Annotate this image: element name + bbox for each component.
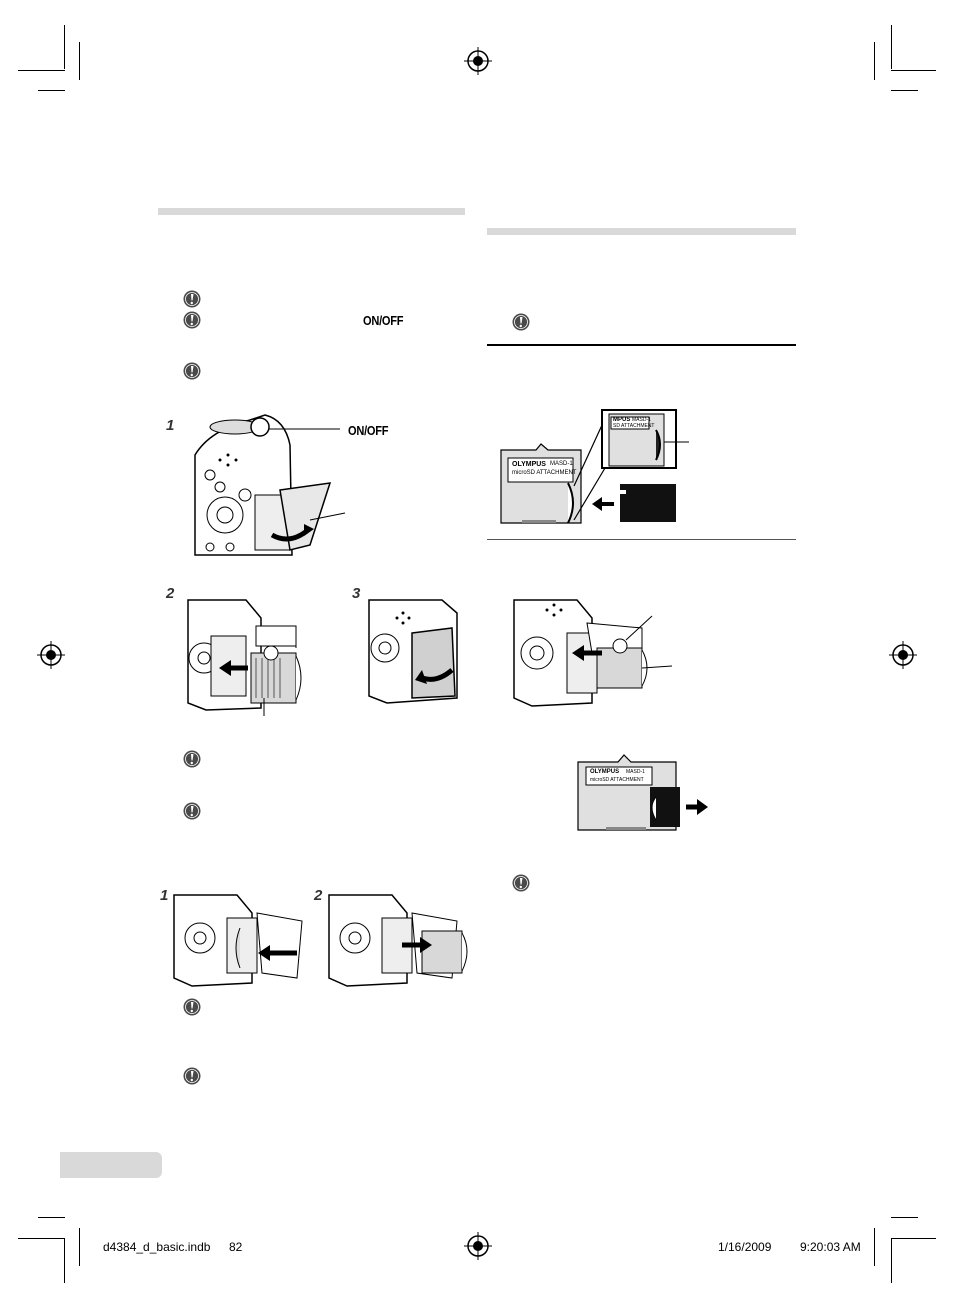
divider-rule bbox=[487, 539, 796, 540]
adapter-brand: OLYMPUS bbox=[512, 461, 546, 468]
footer-page: 82 bbox=[229, 1240, 243, 1254]
footer-date: 1/16/2009 bbox=[718, 1240, 772, 1254]
footer-time: 9:20:03 AM bbox=[800, 1240, 861, 1254]
page-number-tab bbox=[60, 1152, 162, 1178]
camera-adapter-illustration bbox=[513, 599, 673, 707]
adapter-brand-removal: OLYMPUS bbox=[590, 769, 620, 775]
crop-mark bbox=[18, 1238, 65, 1239]
step-number: 2 bbox=[314, 887, 323, 904]
caution-icon bbox=[183, 1067, 201, 1085]
caution-icon bbox=[183, 998, 201, 1016]
registration-mark-icon bbox=[37, 641, 65, 669]
crop-mark bbox=[18, 70, 65, 71]
step-number: 2 bbox=[166, 585, 175, 602]
caution-icon bbox=[512, 313, 530, 331]
crop-mark bbox=[891, 25, 892, 69]
crop-mark bbox=[891, 70, 936, 71]
camera-close-cover-illustration bbox=[368, 599, 458, 704]
crop-mark bbox=[38, 1217, 65, 1218]
registration-mark-icon bbox=[889, 641, 917, 669]
crop-mark bbox=[891, 1239, 892, 1283]
camera-remove-step1-illustration bbox=[173, 894, 303, 987]
section-bar-left bbox=[158, 208, 465, 215]
caution-icon bbox=[183, 750, 201, 768]
adapter-zoom-model: MASD-1 bbox=[632, 417, 651, 423]
camera-insert-card-illustration bbox=[187, 599, 302, 716]
divider-rule bbox=[487, 344, 796, 346]
footer-file: d4384_d_basic.indb bbox=[103, 1240, 211, 1254]
adapter-zoom-brand: MPUS bbox=[613, 417, 631, 423]
adapter-caption-removal: microSD ATTACHMENT bbox=[590, 777, 644, 783]
step-number: 3 bbox=[352, 585, 361, 602]
crop-mark bbox=[874, 42, 875, 80]
microsd-adapter-illustration bbox=[500, 409, 689, 524]
adapter-model-removal: MASD-1 bbox=[626, 769, 645, 775]
on-off-label: ON/OFF bbox=[363, 313, 404, 328]
registration-mark-icon bbox=[464, 1232, 492, 1260]
crop-mark bbox=[874, 1228, 875, 1266]
caution-icon bbox=[183, 290, 201, 308]
camera-open-cover-illustration bbox=[194, 414, 346, 556]
step-number: 1 bbox=[166, 417, 175, 434]
registration-mark-icon bbox=[464, 47, 492, 75]
crop-mark bbox=[891, 1217, 918, 1218]
crop-mark bbox=[79, 1228, 80, 1266]
on-off-callout: ON/OFF bbox=[348, 423, 389, 438]
adapter-caption: microSD ATTACHMENT bbox=[512, 470, 577, 476]
caution-icon bbox=[183, 802, 201, 820]
crop-mark bbox=[79, 42, 80, 80]
adapter-model: MASD-1 bbox=[550, 461, 573, 467]
crop-mark bbox=[64, 25, 65, 69]
caution-icon bbox=[183, 311, 201, 329]
section-bar-right bbox=[487, 228, 796, 235]
camera-remove-step2-illustration bbox=[328, 894, 468, 987]
caution-icon bbox=[512, 874, 530, 892]
step-number: 1 bbox=[160, 887, 169, 904]
crop-mark bbox=[64, 1239, 65, 1283]
microsd-removal-illustration bbox=[577, 754, 708, 831]
caution-icon bbox=[183, 362, 201, 380]
adapter-zoom-caption: SD ATTACHMENT bbox=[613, 423, 655, 429]
crop-mark bbox=[38, 90, 65, 91]
crop-mark bbox=[891, 90, 918, 91]
crop-mark bbox=[891, 1238, 936, 1239]
